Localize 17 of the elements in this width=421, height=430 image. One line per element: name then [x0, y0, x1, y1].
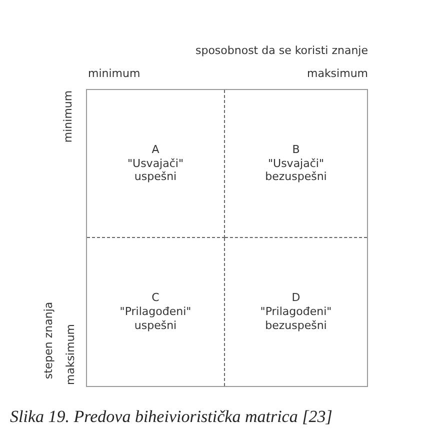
quadrant-letter: C — [152, 291, 160, 306]
matrix-box — [86, 89, 368, 387]
axis-end-label: minimum — [62, 90, 75, 142]
axis-title: stepen znanja — [42, 301, 55, 379]
quadrant — [87, 90, 225, 238]
axis-end-label: minimum — [88, 67, 140, 80]
quadrant-label: "Prilagođeni" bezuspešni — [259, 305, 333, 333]
quadrant-label: "Prilagođeni" uspešni — [118, 305, 192, 333]
quadrant-letter: B — [292, 142, 300, 157]
axis-end-label: maksimum — [64, 324, 76, 384]
figure-caption: Slika 19. Predova biheivioristička matrica [23] — [10, 407, 332, 427]
axis-title: sposobnost da se koristi znanje — [195, 44, 368, 57]
quadrant-letter: D — [292, 291, 300, 306]
quadrant-letter: A — [152, 142, 160, 157]
axis-end-label: maksimum — [306, 67, 368, 80]
quadrant-label: "Usvajači" uspešni — [126, 156, 185, 184]
quadrant-label: "Usvajači" bezuspešni — [264, 156, 328, 184]
